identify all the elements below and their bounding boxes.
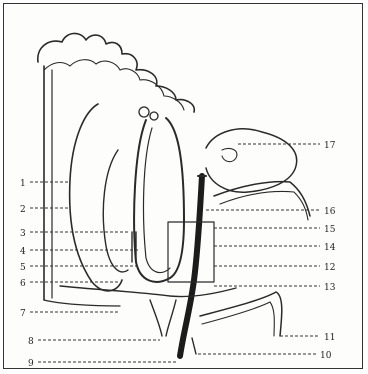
bottom-stub — [192, 338, 196, 354]
callout-1: 1 — [20, 179, 26, 189]
callout-3: 3 — [20, 229, 26, 239]
central-loop-outer — [134, 118, 184, 282]
right-organ-detail — [222, 148, 237, 161]
central-loop-inner — [144, 128, 170, 273]
inner-loop — [103, 150, 128, 272]
callout-14: 14 — [324, 243, 336, 253]
colon-outline — [38, 33, 194, 112]
callout-11: 11 — [324, 333, 335, 343]
callout-5: 5 — [20, 263, 26, 273]
left-lobe — [70, 104, 122, 291]
base-line — [44, 300, 120, 306]
callout-16: 16 — [324, 207, 336, 217]
callout-8: 8 — [28, 337, 34, 347]
callout-15: 15 — [324, 225, 336, 235]
callout-7: 7 — [20, 309, 26, 319]
right-loop-inner — [202, 302, 274, 336]
callout-12: 12 — [324, 263, 335, 273]
callout-10: 10 — [320, 351, 332, 361]
colon-outline-inner — [44, 60, 184, 110]
right-tube-outer — [214, 182, 310, 216]
callout-9: 9 — [28, 359, 34, 369]
callout-13: 13 — [324, 283, 336, 293]
callout-4: 4 — [20, 247, 26, 257]
right-organ — [206, 129, 297, 192]
bottom-fork-left — [150, 300, 162, 336]
lower-vessel — [60, 286, 236, 297]
right-tube-inner — [220, 192, 308, 221]
callout-2: 2 — [20, 205, 26, 215]
callout-17: 17 — [324, 141, 336, 151]
top-junction-2 — [150, 112, 158, 120]
right-loop — [200, 292, 282, 336]
bottom-fork-right — [166, 300, 176, 336]
callout-6: 6 — [20, 279, 26, 289]
top-junction-1 — [139, 107, 149, 117]
